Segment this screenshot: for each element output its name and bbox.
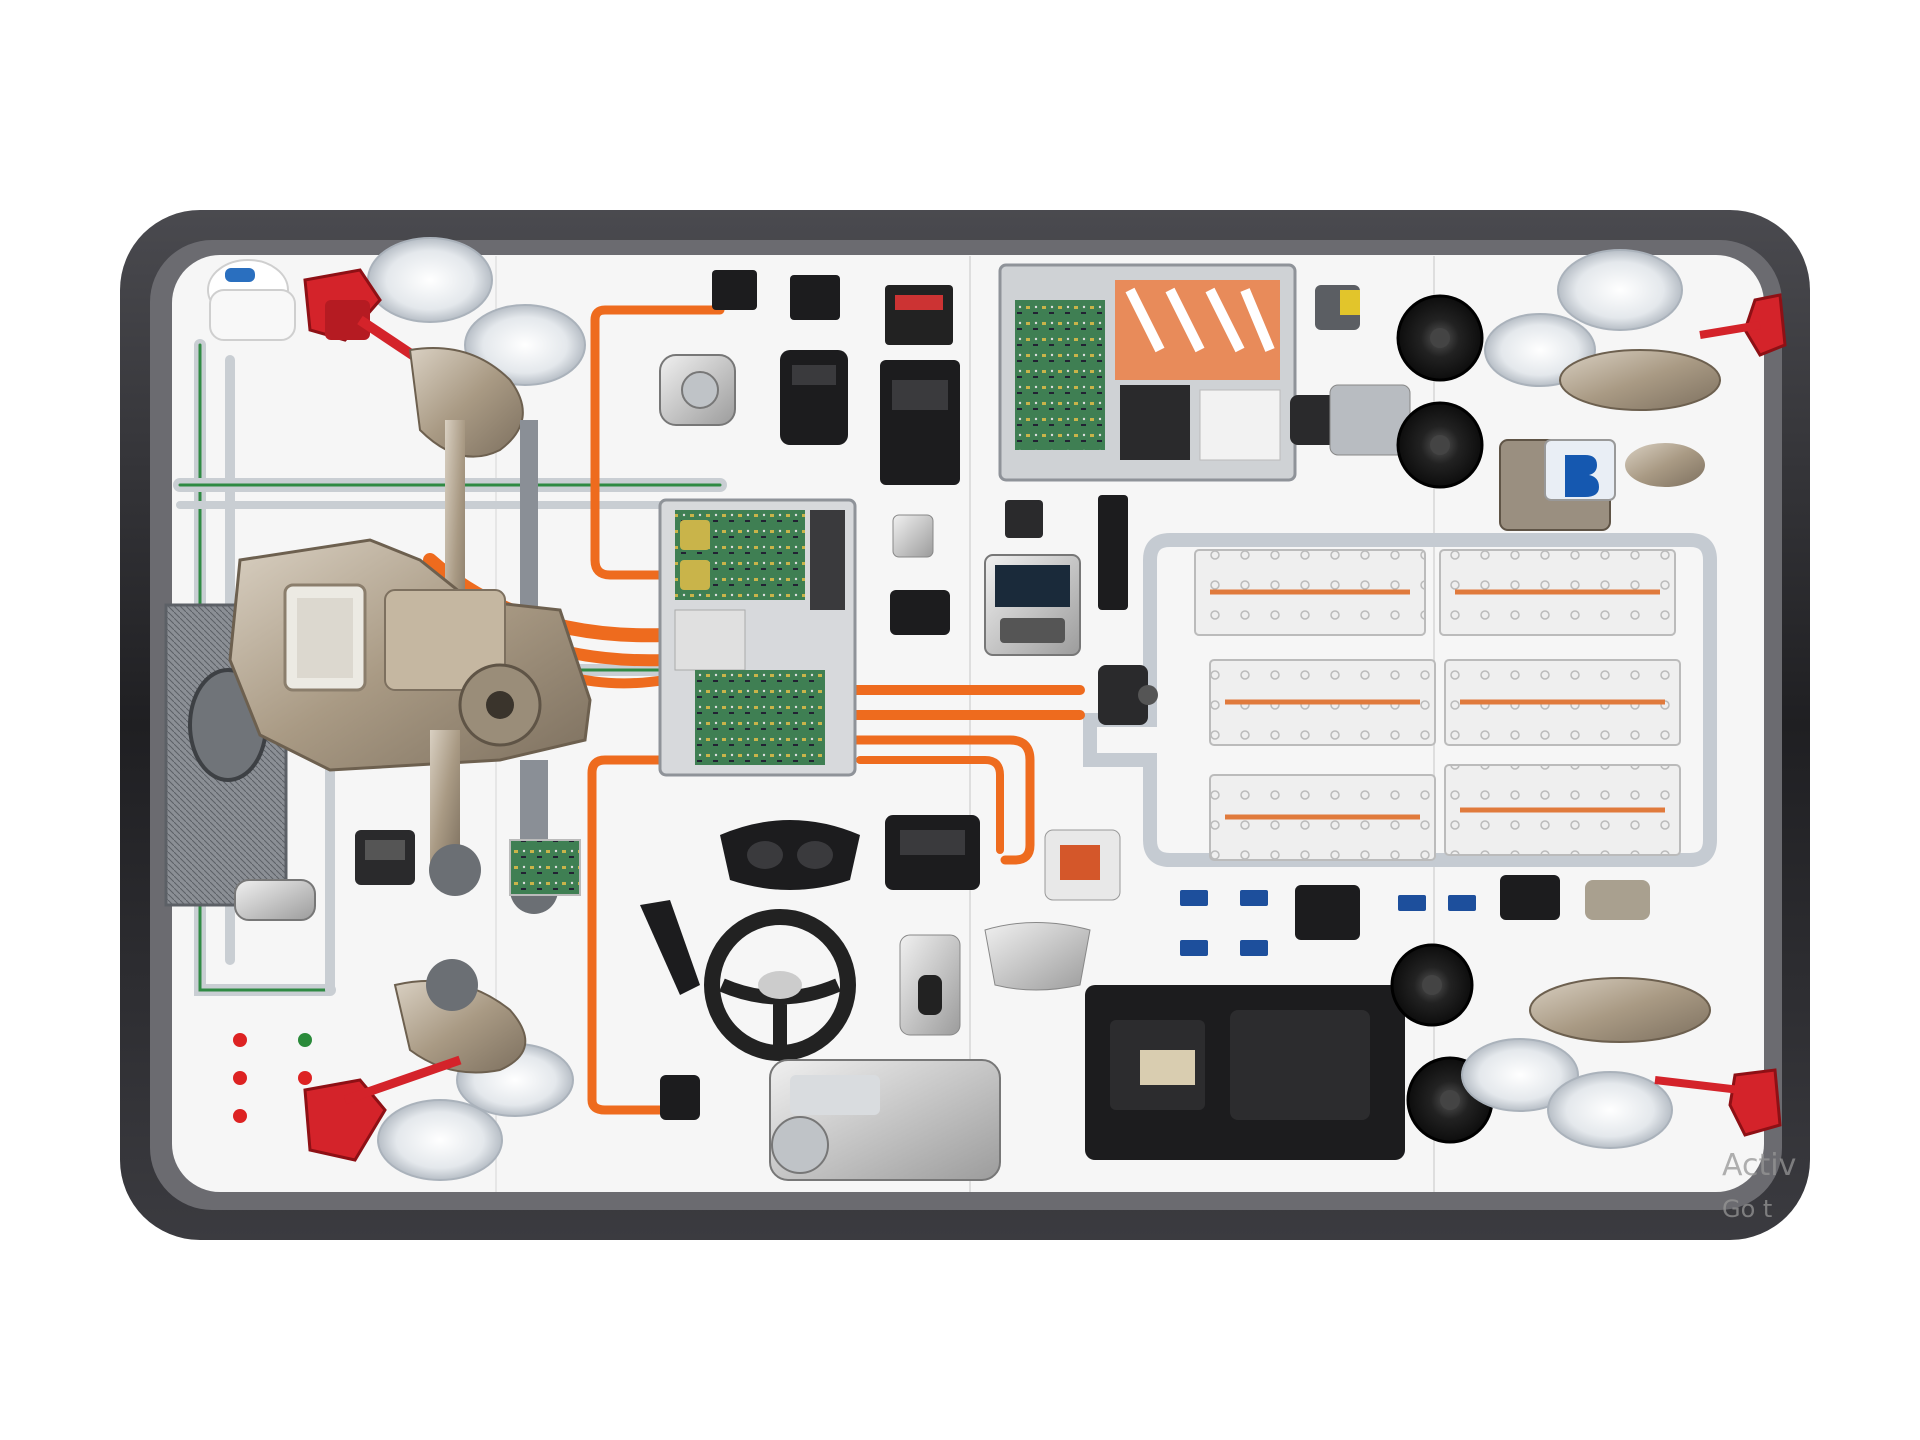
parking-radar-module [1500,875,1650,920]
ecu-board-small [509,839,581,896]
battery-loop-pipe [1083,533,1717,867]
switch-display [1180,890,1208,906]
fuse-box [880,285,960,485]
battery-pack [1194,549,1681,861]
front-right-corner [1484,249,1787,411]
steering-angle-sensor [892,514,934,558]
battery-collector [1098,495,1128,610]
climate-control-unit [885,815,980,890]
indicator-lamp-green [298,1033,312,1047]
control-switches [1180,890,1476,956]
coolant-reservoir [207,259,296,341]
speaker [1390,943,1474,1027]
hv-connector [1098,665,1158,725]
rear-right-corner [1461,977,1782,1149]
brand-logo-icon [1565,455,1599,497]
charging-relay [712,270,757,310]
os-activation-watermark-subtext: Go t [1722,1195,1773,1223]
brake-switch [660,1075,700,1120]
indicator-lamp-red [233,1071,247,1085]
switch-display [1180,940,1208,956]
gateway-module [1005,500,1043,538]
onboard-charger [1499,439,1705,531]
switch-display [1240,940,1268,956]
indicator-lamps [233,1033,312,1123]
air-conditioning-controller [1295,885,1360,940]
switch-display [1240,890,1268,906]
ptc-heater [1044,829,1121,901]
steering-wheel [704,909,856,1061]
abs-module [355,830,415,885]
indicator-lamp-red [233,1109,247,1123]
vacuum-booster-pump [659,354,736,426]
rear-left-corner [303,959,574,1181]
speaker [1396,401,1484,489]
hvac-assembly [1085,985,1405,1160]
vacuum-pump [234,879,316,921]
hvac-panel [984,922,1091,991]
infotainment-display [984,554,1081,656]
gear-shifter [899,934,961,1036]
accelerator-pedal [640,900,700,995]
indicator-lamp-red [233,1033,247,1047]
indicator-lamp-red [298,1071,312,1085]
speaker [1396,294,1484,382]
body-control-module [890,590,950,635]
instrument-cluster [720,820,860,890]
leakage-sensor [780,275,848,445]
switch-display [1448,895,1476,911]
motor-controller [658,498,857,777]
dc-dc-inverter [998,263,1297,482]
os-activation-watermark: Activ [1722,1148,1797,1183]
electric-ac-compressor [769,1059,1001,1181]
switch-display [1398,895,1426,911]
electric-compressor-small [1290,384,1411,456]
wiper-motor [1315,285,1360,330]
